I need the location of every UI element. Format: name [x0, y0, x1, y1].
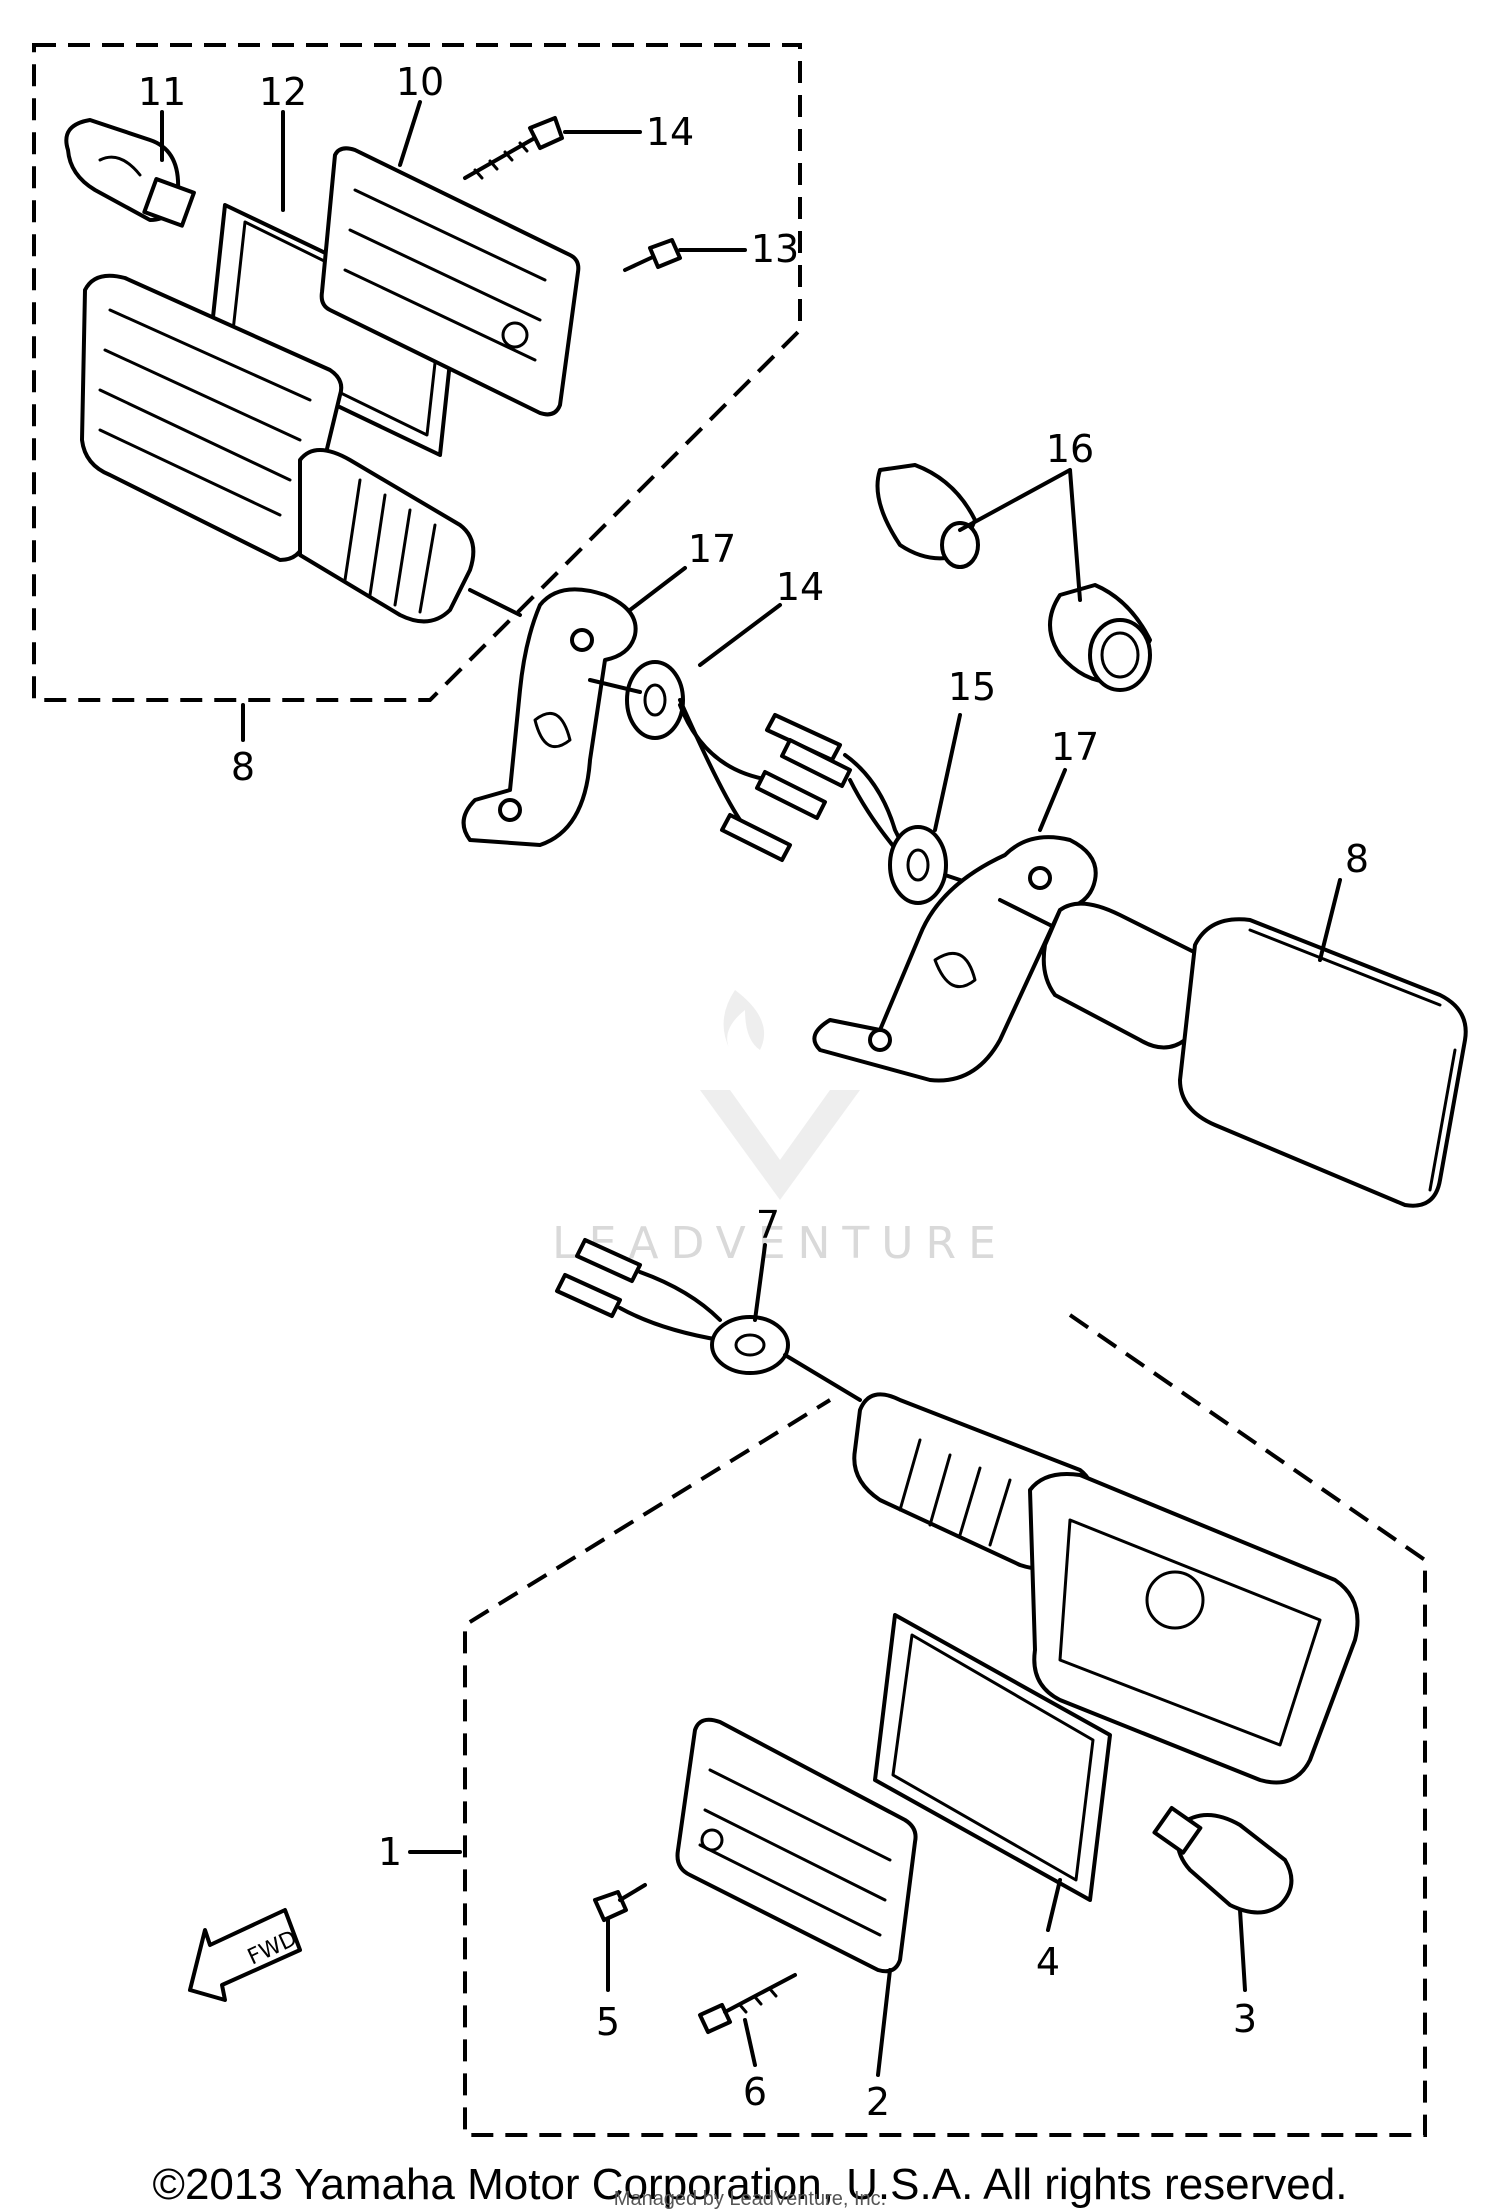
group-outline-8	[32, 43, 802, 702]
callout-8-left: 8	[231, 745, 255, 789]
bulb-3-icon	[1152, 1805, 1294, 1915]
cap-15-b-icon	[1048, 583, 1152, 692]
turn-signal-body-8-icon	[80, 273, 522, 624]
grommet-14-icon	[625, 660, 685, 740]
callout-16: 17	[1051, 725, 1099, 769]
grommet-14-b-icon	[888, 825, 992, 905]
turn-signal-right-8-icon	[998, 898, 1468, 1208]
managed-by-note: Managed by LeadVenture, Inc.	[613, 2188, 887, 2210]
callout-10: 11	[138, 70, 186, 114]
wire-harness-left-icon	[588, 678, 827, 862]
screw-13-icon	[463, 116, 564, 180]
bulb-10-icon	[64, 118, 196, 228]
leader-lines	[160, 100, 1342, 2077]
watermark-logo	[700, 990, 860, 1200]
callout-9: 10	[396, 60, 444, 104]
turn-signal-housing-1-icon	[852, 1392, 1360, 1785]
callout-3: 3	[1233, 1997, 1257, 2041]
callout-7: 7	[756, 1203, 780, 1247]
callout-8-right: 8	[1345, 837, 1369, 881]
callout-14-b: 15	[948, 665, 996, 709]
callout-6: 6	[743, 2070, 767, 2114]
bracket-17-icon	[461, 587, 638, 847]
callout-14-a: 14	[776, 565, 824, 609]
copyright-notice: ©2013 Yamaha Motor Corporation, U.S.A. A…	[152, 2160, 1348, 2209]
lens-9-icon	[319, 146, 581, 417]
callout-12: 13	[751, 227, 799, 271]
callout-17: 17	[688, 527, 736, 571]
grommet-7-icon	[710, 1315, 862, 1402]
callout-5: 5	[596, 2000, 620, 2044]
lens-2-icon	[675, 1717, 918, 1974]
gasket-4-icon	[873, 1613, 1112, 1902]
forward-arrow-icon: FWD	[188, 1908, 302, 2002]
callout-15: 16	[1046, 427, 1094, 471]
callout-1: 1	[378, 1830, 402, 1874]
bracket-16-icon	[812, 835, 1098, 1083]
wire-harness-lower-icon	[555, 1238, 722, 1342]
screw-6-icon	[698, 1973, 797, 2034]
callout-11: 12	[259, 70, 307, 114]
screw-5-icon	[593, 1883, 647, 1922]
cap-15-a-icon	[875, 463, 980, 569]
group-outline-1	[463, 1313, 1427, 2137]
callout-13: 14	[646, 110, 694, 154]
callout-2: 2	[866, 2080, 890, 2124]
callout-4: 4	[1036, 1940, 1060, 1984]
screw-12-icon	[623, 238, 682, 272]
